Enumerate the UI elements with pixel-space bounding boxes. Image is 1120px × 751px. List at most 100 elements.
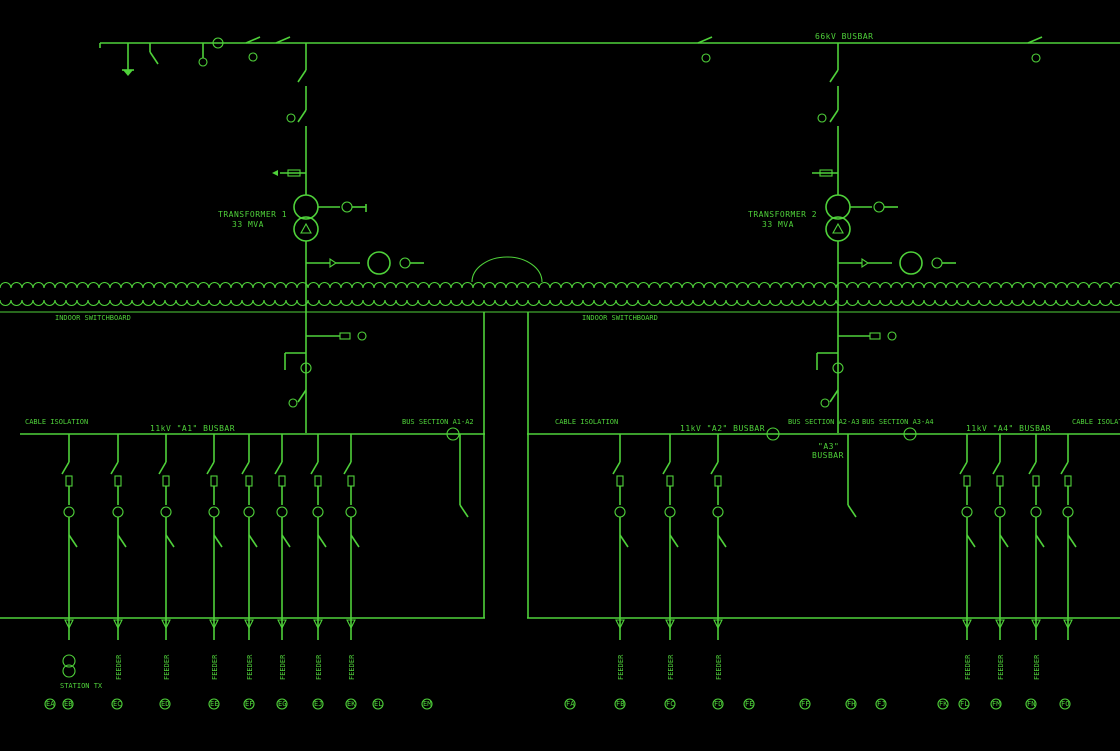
switchboard-bump: [471, 256, 543, 283]
feeder-label: FEEDER: [617, 654, 625, 680]
transformer-1-rating: 33 MVA: [232, 220, 264, 229]
tag-bubble: EK: [345, 698, 357, 710]
ct-icon: [345, 506, 357, 518]
feeder-bay: FEEDER: [158, 434, 175, 680]
cable-isolation-1: CABLE ISOLATION: [25, 418, 88, 426]
ct-icon: [664, 506, 676, 518]
feeder-bay: FEEDER: [274, 434, 291, 680]
tag-bubble: EB: [62, 698, 74, 710]
hv-busbar-label: 66kV BUSBAR: [815, 32, 873, 41]
feeder-bay: FEEDER: [241, 434, 258, 680]
feeder-label: FEEDER: [348, 654, 356, 680]
cable-isolation-2: CABLE ISOLATION: [555, 418, 618, 426]
tag-bubble: EA: [44, 698, 56, 710]
ct-icon: [112, 506, 124, 518]
tag-label: FF: [801, 700, 809, 708]
ct-icon: [994, 506, 1006, 518]
tag-bubble: FN: [1025, 698, 1037, 710]
feeder-label: FEEDER: [246, 654, 254, 680]
feeder-bay: FEEDER: [310, 434, 327, 680]
tag-bubble: FD: [712, 698, 724, 710]
feeder-bay: FEEDER: [612, 434, 629, 680]
tag-bubble: EJ: [312, 698, 324, 710]
transformer-1-bay: TRANSFORMER 1 33 MVA: [218, 43, 424, 330]
tag-bubble: FK: [937, 698, 949, 710]
tag-bubble: FF: [799, 698, 811, 710]
tag-label: EE: [210, 700, 218, 708]
cable-end-icon: [346, 619, 356, 630]
feeder-bay: FEEDER: [110, 434, 127, 680]
hv-busbar: 66kV BUSBAR: [99, 32, 1120, 48]
tag-bubble: FM: [990, 698, 1002, 710]
cable-end-icon: [713, 619, 723, 630]
transformer-2-rating: 33 MVA: [762, 220, 794, 229]
feeder-label: FEEDER: [211, 654, 219, 680]
transformer-1-name: TRANSFORMER 1: [218, 210, 287, 219]
cable-end-icon: [244, 619, 254, 630]
tag-label: FO: [1061, 700, 1069, 708]
tag-bubble: FC: [664, 698, 676, 710]
cable-end-icon: [615, 619, 625, 630]
ct-icon: [312, 506, 324, 518]
feeder-label: FEEDER: [1033, 654, 1041, 680]
ct-icon: [243, 506, 255, 518]
feeder-label: FEEDER: [997, 654, 1005, 680]
cubicle-walls: [483, 312, 529, 618]
feeder-label: FEEDER: [715, 654, 723, 680]
tag-label: EB: [64, 700, 72, 708]
feeder-bay: FEEDER: [343, 434, 360, 680]
tag-label: FL: [960, 700, 968, 708]
cable-end-icon: [313, 619, 323, 630]
switchboard-scallop-top: [0, 282, 1120, 289]
tag-bubble: FL: [958, 698, 970, 710]
tag-label: EK: [347, 700, 356, 708]
ct-icon: [208, 506, 220, 518]
feeder-bays: FEEDER FEEDER FEEDER FEEDER FEEDER FEEDER FEED…: [61, 434, 1077, 680]
tag-bubble: EM: [421, 698, 433, 710]
a2-busbar-label: 11kV "A2" BUSBAR: [680, 424, 765, 433]
cable-end-icon: [277, 619, 287, 630]
ct-icon: [63, 506, 75, 518]
cable-end-icon: [64, 619, 74, 630]
tag-label: EJ: [314, 700, 322, 708]
feeder-label: FEEDER: [279, 654, 287, 680]
tag-label: FD: [714, 700, 722, 708]
cable-end-icon: [962, 619, 972, 630]
tag-label: FN: [1027, 700, 1035, 708]
cable-end-icon: [161, 619, 171, 630]
cable-isolation-3: CABLE ISOLATION: [1072, 418, 1120, 426]
feeder-label: FEEDER: [964, 654, 972, 680]
tag-label: ED: [161, 700, 169, 708]
cable-end-icon: [1031, 619, 1041, 630]
tag-bubble: FE: [743, 698, 755, 710]
cable-end-icon: [665, 619, 675, 630]
tag-label: FH: [847, 700, 855, 708]
hv-incomer: [122, 36, 1043, 76]
cable-end-icon: [209, 619, 219, 630]
bus-section-a2-a3: BUS SECTION A2-A3: [788, 418, 860, 426]
feeder-bay: FEEDER: [662, 434, 679, 680]
tag-bubble: FJ: [875, 698, 887, 710]
feeder-bay: FEEDER: [206, 434, 223, 680]
transformer-2-bay: TRANSFORMER 2 33 MVA: [748, 43, 956, 330]
tag-bubble: EC: [111, 698, 123, 710]
tag-label: EG: [278, 700, 286, 708]
ct-icon: [1062, 506, 1074, 518]
tag-label: FA: [566, 700, 575, 708]
transformer-2-fan: [899, 251, 923, 275]
feeder-label: FEEDER: [163, 654, 171, 680]
a3-busbar-label-2: BUSBAR: [812, 451, 844, 460]
tag-label: EC: [113, 700, 121, 708]
feeder-bay: FEEDER: [710, 434, 727, 680]
ct-icon: [1030, 506, 1042, 518]
bus-section-a1-a2: BUS SECTION A1-A2: [402, 418, 474, 426]
lv-incomers: [284, 330, 897, 433]
cable-end-icon: [113, 619, 123, 630]
tag-bubble: FH: [845, 698, 857, 710]
switchboard-enclosure: INDOOR SWITCHBOARD INDOOR SWITCHBOARD: [0, 256, 1120, 322]
tag-bubble: EE: [208, 698, 220, 710]
tag-label: FB: [616, 700, 624, 708]
station-tx-label: STATION TX: [60, 682, 103, 690]
transformer-2-hv-winding: [825, 194, 851, 220]
transformer-2-name: TRANSFORMER 2: [748, 210, 817, 219]
